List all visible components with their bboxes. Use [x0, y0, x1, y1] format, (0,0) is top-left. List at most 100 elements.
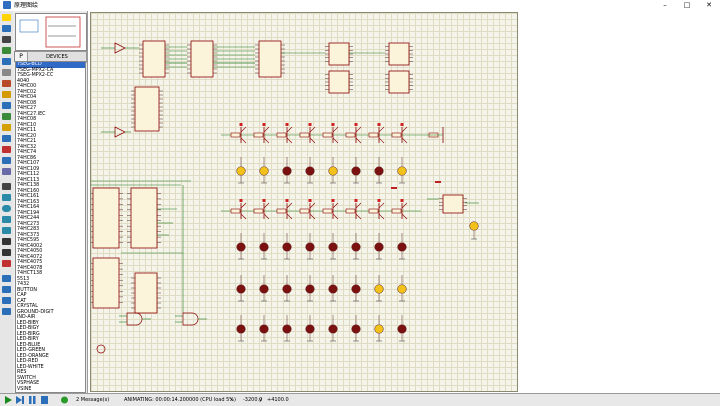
- device-list-item[interactable]: 74HC194: [17, 210, 40, 216]
- rotate-cw-icon[interactable]: [2, 275, 11, 282]
- device-list-item[interactable]: 74HC373: [17, 232, 40, 238]
- line-icon[interactable]: [2, 183, 11, 190]
- marker-icon[interactable]: [2, 260, 11, 267]
- rotate-ccw-icon[interactable]: [2, 286, 11, 293]
- device-list-item[interactable]: LED-BIRG: [17, 331, 40, 337]
- maximize-icon[interactable]: □: [683, 1, 691, 9]
- device-list-item[interactable]: 74HC164: [17, 205, 40, 210]
- device-list-item[interactable]: CAP: [17, 293, 27, 298]
- device-list-item[interactable]: 74HCT138: [17, 271, 43, 276]
- device-list-item[interactable]: GROUND-DIGIT: [17, 309, 54, 315]
- device-list-item[interactable]: 74HC00: [17, 84, 37, 89]
- device-list-item[interactable]: 5513: [17, 276, 30, 282]
- voltage-probe-icon[interactable]: [2, 146, 11, 153]
- device-list-item[interactable]: 74HC27: [17, 106, 37, 111]
- device-list-item[interactable]: IND-AIR: [17, 315, 36, 320]
- device-list-item[interactable]: 74HC273: [17, 221, 40, 227]
- device-list-item[interactable]: 7SEG-BCD: [16, 62, 85, 68]
- step-icon[interactable]: [16, 396, 25, 404]
- text-icon[interactable]: [2, 238, 11, 245]
- device-list-item[interactable]: 74HC74: [17, 150, 37, 155]
- device-list-item[interactable]: 74HC163: [17, 199, 40, 205]
- device-list-item[interactable]: LED-BLUE: [17, 342, 41, 348]
- messages-icon[interactable]: [60, 396, 69, 404]
- subcircuit-icon[interactable]: [2, 80, 11, 87]
- device-list-item[interactable]: 74HC08: [17, 100, 37, 106]
- pause-icon[interactable]: [28, 396, 37, 404]
- device-list-item[interactable]: LED-BIGY: [17, 326, 40, 331]
- device-list-item[interactable]: 74HC11: [17, 128, 37, 133]
- virtual-instrument-icon[interactable]: [2, 168, 11, 175]
- mirror-x-icon[interactable]: [2, 297, 11, 304]
- device-list-item[interactable]: 74HC4078: [17, 265, 43, 271]
- device-list-item[interactable]: 74HC02: [17, 89, 37, 95]
- current-probe-icon[interactable]: [2, 157, 11, 164]
- schematic-drawing[interactable]: [91, 13, 517, 391]
- device-list-item[interactable]: RES: [17, 370, 27, 375]
- box-icon[interactable]: [2, 194, 11, 201]
- device-list-item[interactable]: 7SEG-MPX2-CC: [17, 73, 54, 78]
- messages-count[interactable]: 2 Message(s): [76, 397, 110, 403]
- wire-label-icon[interactable]: [2, 47, 11, 54]
- device-list-item[interactable]: 74HC4002: [17, 243, 43, 249]
- close-icon[interactable]: ✕: [706, 1, 712, 9]
- device-list-item[interactable]: 74HC244: [17, 216, 40, 221]
- mirror-y-icon[interactable]: [2, 308, 11, 315]
- device-list-item[interactable]: LED-RED: [17, 359, 39, 364]
- device-list-item[interactable]: 74HC595: [17, 238, 40, 243]
- component-mode-icon[interactable]: [2, 25, 11, 32]
- arc-icon[interactable]: [2, 216, 11, 223]
- device-list-item[interactable]: 74HC283: [17, 227, 40, 232]
- device-list-item[interactable]: CRYSTAL: [17, 304, 38, 309]
- device-list-item[interactable]: LED-GREEN: [17, 348, 46, 353]
- device-list-item[interactable]: 74HC32: [17, 144, 37, 150]
- device-list-item[interactable]: 74HC4072: [17, 254, 43, 260]
- device-list-item[interactable]: LED-ORANGE: [17, 353, 49, 359]
- text-script-icon[interactable]: [2, 58, 11, 65]
- device-list-item[interactable]: VSINE: [17, 386, 32, 392]
- device-list-item[interactable]: 74HC08: [17, 117, 37, 122]
- device-list-item[interactable]: 74HC107: [17, 161, 40, 166]
- device-list-item[interactable]: 74HC4050: [17, 249, 43, 254]
- device-list-item[interactable]: 74HC113: [17, 177, 40, 183]
- device-list-item[interactable]: 74HC27.IEC: [17, 111, 46, 117]
- junction-dot-icon[interactable]: [2, 36, 11, 43]
- path-icon[interactable]: [2, 227, 11, 234]
- device-list-item[interactable]: SWITCH: [17, 375, 36, 381]
- device-list-item[interactable]: 4040: [17, 78, 30, 84]
- device-list-item[interactable]: 74HC138: [17, 183, 40, 188]
- device-list-item[interactable]: 7SEG-MPX2-CA: [17, 67, 54, 73]
- device-list-item[interactable]: 74HC21: [17, 139, 37, 144]
- device-pin-icon[interactable]: [2, 102, 11, 109]
- play-icon[interactable]: [4, 396, 13, 404]
- device-list-item[interactable]: 74HC160: [17, 188, 40, 194]
- device-list-item[interactable]: LED-WHITE: [17, 364, 44, 370]
- terminal-icon[interactable]: [2, 91, 11, 98]
- device-list-item[interactable]: 74HC04: [17, 95, 37, 100]
- device-list-item[interactable]: 7432: [17, 282, 30, 287]
- selection-mode-icon[interactable]: [2, 14, 11, 21]
- device-list-item[interactable]: 74HC161: [17, 194, 40, 199]
- device-list-item[interactable]: LED-BIRY: [17, 337, 39, 342]
- device-list-item[interactable]: 74HC4075: [17, 260, 43, 265]
- overview-window[interactable]: [15, 13, 87, 51]
- device-list-item[interactable]: 74HC109: [17, 166, 40, 172]
- tape-recorder-icon[interactable]: [2, 124, 11, 131]
- device-list-item[interactable]: CAT: [17, 298, 27, 304]
- generator-icon[interactable]: [2, 135, 11, 142]
- bus-icon[interactable]: [2, 69, 11, 76]
- circle-icon[interactable]: [2, 205, 11, 212]
- device-list-item[interactable]: 74HC10: [17, 122, 37, 128]
- stop-icon[interactable]: [40, 396, 49, 404]
- device-list-item[interactable]: 74HC20: [17, 133, 37, 139]
- graph-icon[interactable]: [2, 113, 11, 120]
- device-list-item[interactable]: VSPHASE: [17, 381, 40, 386]
- schematic-sheet[interactable]: [90, 12, 518, 392]
- device-list-item[interactable]: 74HC112: [17, 172, 40, 177]
- minimize-icon[interactable]: –: [663, 1, 667, 9]
- device-list-item[interactable]: BUTTON: [17, 287, 37, 293]
- device-list-item[interactable]: LED-BIBY: [17, 320, 39, 326]
- symbol-icon[interactable]: [2, 249, 11, 256]
- device-list-item[interactable]: 74HC86: [17, 155, 37, 161]
